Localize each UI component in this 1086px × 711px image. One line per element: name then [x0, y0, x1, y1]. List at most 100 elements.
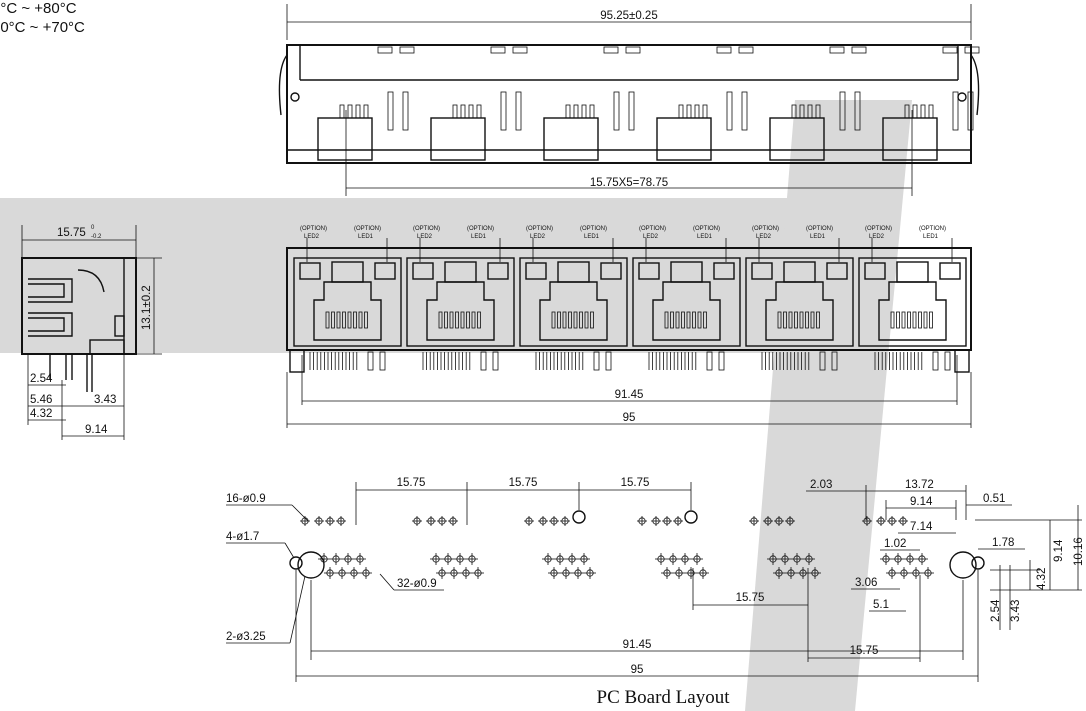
rj45-contact: [890, 311, 895, 329]
pcb-dim-5-1: 5.1: [873, 599, 889, 611]
rj45-contact: [703, 311, 707, 329]
rj45-latch: [896, 261, 929, 283]
led-option-label: (OPTION): [467, 226, 494, 232]
pcb-dim-7-14: 7.14: [910, 521, 933, 533]
top-led-pin: [500, 91, 507, 131]
pcb-pitch-1: 15.75: [397, 477, 426, 489]
rj45-contact: [805, 311, 809, 329]
rj45-contact: [557, 311, 561, 329]
pcb-dim-3-06: 3.06: [855, 577, 877, 589]
top-tab: [490, 46, 506, 54]
led-option-label: (OPTION): [752, 226, 779, 232]
top-tab: [716, 46, 732, 54]
top-tab: [829, 46, 845, 54]
top-tab: [399, 46, 415, 54]
led-option-label: (OPTION): [806, 226, 833, 232]
led-option-label: (OPTION): [693, 226, 720, 232]
rj45-port-frame: [519, 257, 628, 347]
pcb-vdim-2-54: 2.54: [990, 599, 1002, 622]
pcb-dim-13-72: 13.72: [905, 479, 934, 491]
rj45-contact: [788, 311, 793, 329]
pcb-vdim-4-32: 4.32: [1036, 568, 1048, 590]
side-dim-1: 2.54: [30, 373, 53, 385]
top-pin: [573, 104, 579, 119]
rj45-contact: [551, 311, 556, 329]
led-option-label: (OPTION): [865, 226, 892, 232]
top-port-outline: [656, 117, 712, 161]
rj45-contact: [896, 311, 900, 329]
rj45-jack: [539, 281, 608, 341]
rj45-contact: [358, 311, 363, 329]
top-pin: [686, 104, 692, 119]
top-pin: [363, 104, 369, 119]
led-label: LED1: [697, 234, 713, 240]
rj45-contact: [783, 311, 787, 329]
led-window: [374, 262, 396, 280]
led-option-label: (OPTION): [526, 226, 553, 232]
side-dim-2: 5.46: [30, 394, 52, 406]
rj45-port-frame: [632, 257, 741, 347]
top-pin: [678, 104, 684, 119]
led-label: LED2: [756, 234, 772, 240]
mount-hole-left: [297, 551, 325, 579]
rj45-contact: [799, 311, 804, 329]
led-label: LED2: [643, 234, 659, 240]
led-label: LED1: [358, 234, 374, 240]
rj45-port-frame: [858, 257, 967, 347]
pcb-dim-9-14: 9.14: [910, 496, 933, 508]
rj45-contact: [686, 311, 691, 329]
pcb-dim-1-02: 1.02: [884, 538, 906, 550]
pcb-dim-0-51: 0.51: [983, 493, 1005, 505]
led-label: LED2: [304, 234, 320, 240]
pcb-dim-2-03: 2.03: [810, 479, 832, 491]
led-option-label: (OPTION): [300, 226, 327, 232]
rj45-jack: [878, 281, 947, 341]
led-label: LED2: [869, 234, 885, 240]
top-led-pin: [741, 91, 748, 131]
led-window: [826, 262, 848, 280]
top-pitch-dim: 15.75X5=78.75: [590, 177, 668, 189]
led-option-label: (OPTION): [413, 226, 440, 232]
rj45-latch: [670, 261, 703, 283]
top-tab: [964, 46, 980, 54]
top-led-pin: [515, 91, 522, 131]
callout-2-holes: 2-ø3.25: [226, 631, 266, 643]
rj45-jack: [765, 281, 834, 341]
led-window: [713, 262, 735, 280]
top-led-pin: [967, 91, 974, 131]
rj45-contact: [477, 311, 481, 329]
side-dim-3: 4.32: [30, 408, 52, 420]
rj45-contact: [777, 311, 782, 329]
storage-temp-text: 0°C ~ +80°C: [0, 0, 77, 17]
rj45-contact: [460, 311, 465, 329]
led-window: [638, 262, 660, 280]
side-dim-5: 9.14: [85, 424, 108, 436]
rj45-contact: [918, 311, 922, 329]
rj45-contact: [907, 311, 911, 329]
rj45-contact: [816, 311, 820, 329]
rj45-contact: [692, 311, 696, 329]
led-option-label: (OPTION): [639, 226, 666, 232]
top-pin: [904, 104, 910, 119]
rj45-latch: [557, 261, 590, 283]
rj45-contact: [455, 311, 459, 329]
mount-hole-right: [949, 551, 977, 579]
top-led-pin: [839, 91, 846, 131]
rj45-contact: [664, 311, 669, 329]
rj45-contact: [670, 311, 674, 329]
rj45-contact: [697, 311, 702, 329]
top-port-outline: [769, 117, 825, 161]
top-led-pin: [613, 91, 620, 131]
rj45-contact: [444, 311, 448, 329]
top-pin: [581, 104, 587, 119]
top-pin: [702, 104, 708, 119]
top-led-pin: [952, 91, 959, 131]
top-port-group: [317, 46, 980, 161]
rj45-contact: [901, 311, 906, 329]
rj45-contact: [471, 311, 476, 329]
side-width-tol-lower: -0.2: [91, 234, 102, 240]
top-pin: [565, 104, 571, 119]
led-window: [939, 262, 961, 280]
pcb-pitch-4: 15.75: [736, 592, 765, 604]
top-tab: [851, 46, 867, 54]
